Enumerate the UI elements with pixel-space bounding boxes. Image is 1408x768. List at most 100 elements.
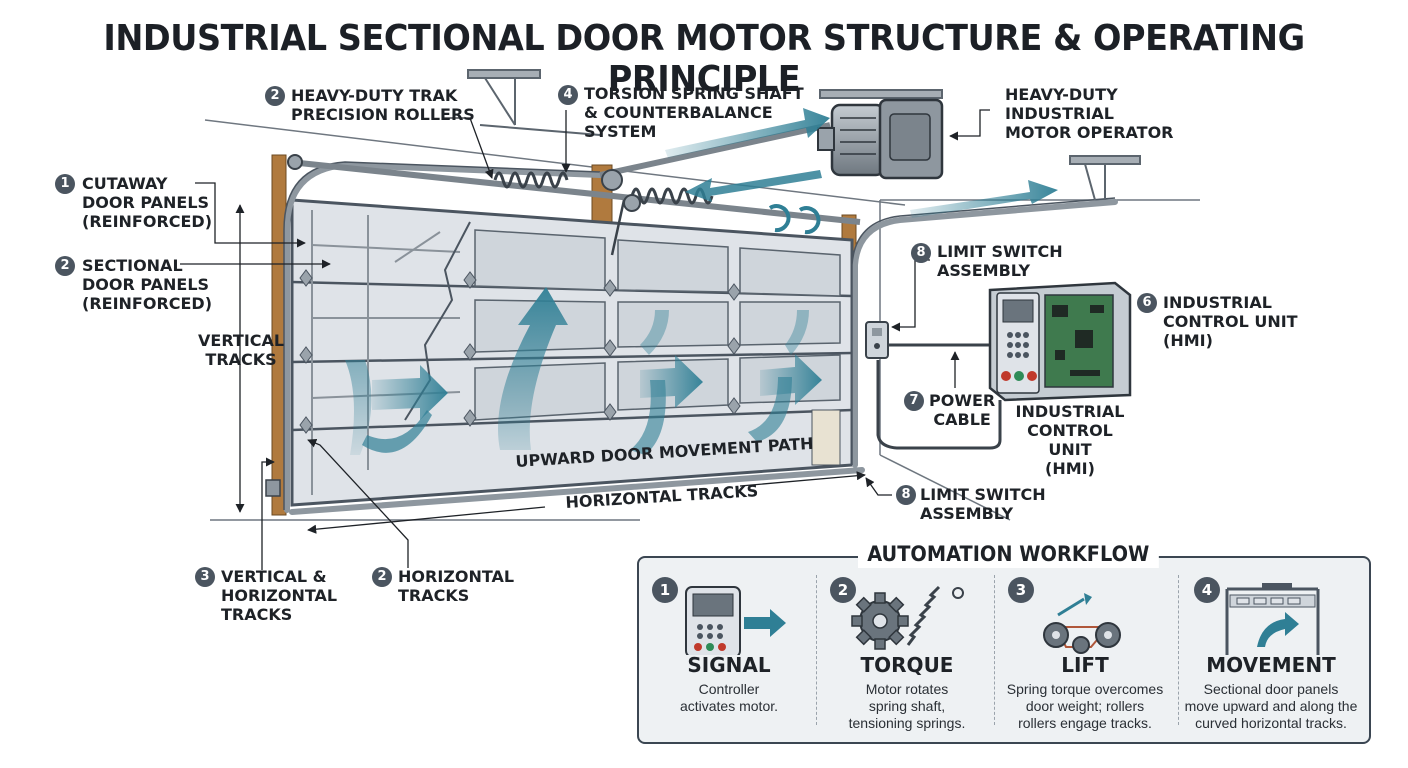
label-motor-operator: HEAVY-DUTY INDUSTRIAL MOTOR OPERATOR	[1005, 85, 1173, 142]
controller-icon	[685, 586, 786, 655]
label-line: LIMIT SWITCH	[937, 242, 1063, 261]
step-description: Controller activates motor.	[640, 681, 818, 715]
label-line: LIMIT SWITCH	[920, 485, 1046, 504]
label-line: INDUSTRIAL	[1163, 293, 1272, 312]
workflow-step-signal: 1 SIGNAL Controller activates motor.	[640, 565, 818, 737]
workflow-step-movement: 4 MOVEMENT Sectional door panels move up…	[1182, 565, 1360, 737]
badge-sectional-panels: 2	[55, 256, 75, 276]
torsion-spring-shaft	[287, 122, 861, 256]
step-divider	[816, 575, 817, 725]
desc-line: Sectional door panels	[1203, 681, 1339, 697]
desc-line: spring shaft,	[868, 698, 946, 714]
label-line: CABLE	[933, 410, 991, 429]
badge-limit-switch-top: 8	[911, 243, 931, 263]
desc-line: activates motor.	[679, 698, 779, 714]
label-line: (HMI)	[1045, 459, 1095, 478]
label-line: HORIZONTAL	[398, 567, 515, 586]
badge-cutaway-panels: 1	[55, 174, 75, 194]
desc-line: rollers engage tracks.	[1018, 715, 1152, 731]
upward-path-arrows	[345, 287, 822, 455]
label-vh-tracks: VERTICAL & HORIZONTAL TRACKS	[221, 567, 337, 624]
step-description: Spring torque overcomes door weight; rol…	[992, 681, 1178, 732]
label-line: VERTICAL &	[221, 567, 327, 586]
step-divider	[1178, 575, 1179, 725]
label-line: (HMI)	[1163, 331, 1213, 350]
label-line: HORIZONTAL	[221, 586, 338, 605]
leader-lines	[180, 109, 990, 570]
label-limit-switch-top: LIMIT SWITCH ASSEMBLY	[937, 242, 1063, 280]
label-line: DOOR PANELS	[82, 275, 210, 294]
badge-control-unit-top: 6	[1137, 293, 1157, 313]
desc-line: Motor rotates	[865, 681, 949, 697]
badge-limit-switch-bottom: 8	[896, 485, 916, 505]
power-cable	[876, 343, 1002, 450]
workflow-title: AUTOMATION WORKFLOW	[858, 540, 1159, 568]
label-control-unit-bottom: INDUSTRIAL CONTROL UNIT (HMI)	[1005, 402, 1135, 478]
step-number: 2	[830, 577, 856, 603]
step-heading: LIFT	[1061, 653, 1109, 677]
label-torsion-spring: TORSION SPRING SHAFT & COUNTERBALANCE SY…	[584, 84, 804, 141]
badge-horizontal-tracks-bottom: 2	[372, 567, 392, 587]
gear-spring-icon	[851, 585, 964, 650]
pulley-belt-icon	[1043, 593, 1121, 654]
label-line: HEAVY-DUTY TRAK	[291, 86, 458, 105]
label-line: TRACKS	[221, 605, 293, 624]
label-vertical-tracks: VERTICAL TRACKS	[198, 331, 284, 369]
badge-heavy-duty-track: 2	[265, 86, 285, 106]
step-heading: MOVEMENT	[1206, 653, 1336, 677]
label-line: ASSEMBLY	[920, 504, 1014, 523]
step-description: Sectional door panels move upward and al…	[1176, 681, 1366, 732]
label-line: SECTIONAL	[82, 256, 183, 275]
step-number: 3	[1008, 577, 1034, 603]
label-line: & COUNTERBALANCE	[584, 103, 773, 122]
step-heading: SIGNAL	[687, 653, 771, 677]
step-description: Motor rotates spring shaft, tensioning s…	[818, 681, 996, 732]
label-line: CUTAWAY	[82, 174, 168, 193]
label-power-cable: POWER CABLE	[929, 391, 995, 429]
step-heading: TORQUE	[860, 653, 954, 677]
label-line: (REINFORCED)	[82, 212, 213, 231]
label-line: TRACKS	[398, 586, 470, 605]
label-line: CONTROL UNIT	[1163, 312, 1298, 331]
motor-operator	[817, 98, 944, 180]
flow-arrows	[665, 108, 1058, 218]
label-line: HEAVY-DUTY	[1005, 85, 1118, 104]
badge-vh-tracks: 3	[195, 567, 215, 587]
label-line: SYSTEM	[584, 122, 657, 141]
step-divider	[994, 575, 995, 725]
workflow-step-lift: 3 LIFT Spring torque overcomes door weig…	[996, 565, 1174, 737]
badge-power-cable: 7	[904, 391, 924, 411]
door-bracket	[265, 479, 281, 497]
label-line: VERTICAL	[198, 331, 285, 350]
label-line: INDUSTRIAL	[1015, 402, 1125, 421]
desc-line: tensioning springs.	[848, 715, 966, 731]
badge-torsion-spring: 4	[558, 85, 578, 105]
label-line: ASSEMBLY	[937, 261, 1031, 280]
label-line: CONTROL UNIT	[1027, 421, 1113, 459]
label-line: TRACKS	[205, 350, 277, 369]
step-number: 1	[652, 577, 678, 603]
tracks-edge	[283, 161, 1116, 510]
label-sectional-panels: SECTIONAL DOOR PANELS (REINFORCED)	[82, 256, 212, 313]
step-number: 4	[1194, 577, 1220, 603]
label-line: MOTOR OPERATOR	[1005, 123, 1174, 142]
page-title: INDUSTRIAL SECTIONAL DOOR MOTOR STRUCTUR…	[103, 18, 1305, 100]
label-line: TORSION SPRING SHAFT	[584, 84, 804, 103]
limit-switch	[865, 321, 889, 359]
label-limit-switch-bottom: LIMIT SWITCH ASSEMBLY	[920, 485, 1046, 523]
label-line: DOOR PANELS	[82, 193, 210, 212]
label-line: (REINFORCED)	[82, 294, 213, 313]
desc-line: curved horizontal tracks.	[1195, 715, 1347, 731]
label-heavy-duty-track: HEAVY-DUTY TRAK PRECISION ROLLERS	[291, 86, 475, 124]
desc-line: door weight; rollers	[1025, 698, 1145, 714]
desc-line: move upward and along the	[1184, 698, 1358, 714]
automation-workflow-panel	[637, 556, 1371, 744]
label-horizontal-tracks-bottom: HORIZONTAL TRACKS	[398, 567, 514, 605]
label-control-unit-top: INDUSTRIAL CONTROL UNIT (HMI)	[1163, 293, 1298, 350]
control-unit	[988, 281, 1132, 402]
label-line: PRECISION ROLLERS	[291, 105, 475, 124]
label-line: POWER	[929, 391, 996, 410]
label-line: INDUSTRIAL	[1005, 104, 1114, 123]
ceiling-brackets	[467, 69, 1141, 201]
